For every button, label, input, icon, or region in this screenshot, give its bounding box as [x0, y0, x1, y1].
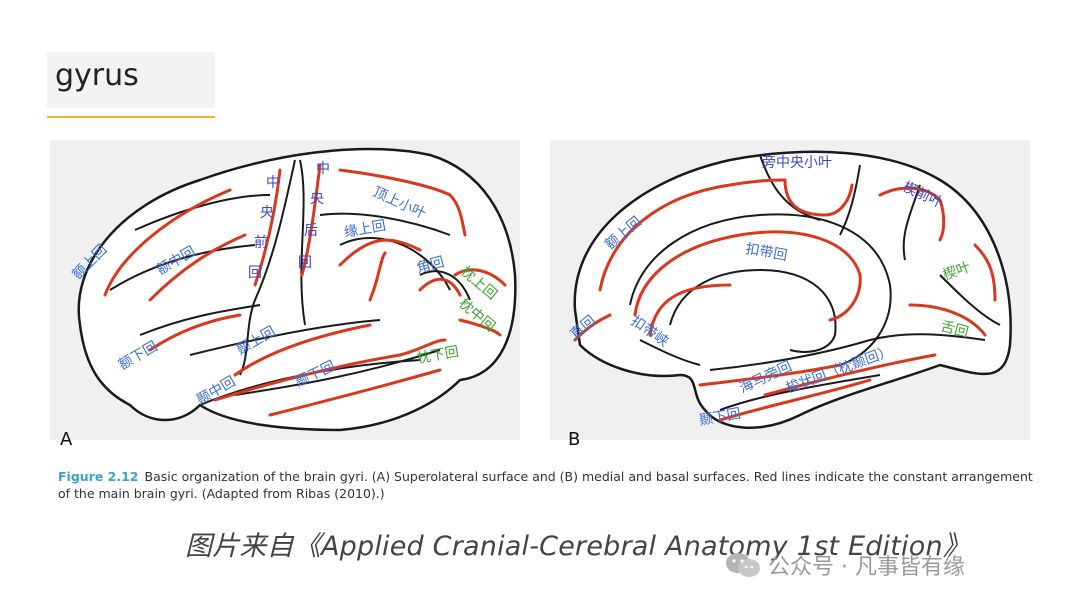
label-paracentral: 旁中央小叶	[762, 154, 832, 171]
label-precentral-4: 回	[248, 265, 262, 281]
brain-figure: 额上回 额中回 额下回 中 央 前 回 中 央 后 回 顶上小叶 缘上回 角回 …	[40, 125, 1040, 465]
label-precentral-2: 央	[260, 205, 274, 221]
panel-letter-b: B	[568, 429, 580, 450]
title-box: gyrus	[47, 52, 215, 108]
wechat-icon	[724, 551, 762, 579]
label-postcentral-4: 回	[298, 255, 312, 271]
watermark-text: 公众号 · 凡事皆有缘	[768, 549, 965, 581]
label-postcentral-1: 中	[316, 161, 330, 177]
label-postcentral-2: 央	[310, 191, 324, 207]
title-underline	[47, 116, 215, 118]
label-precentral-3: 前	[254, 234, 268, 251]
label-postcentral-3: 后	[304, 223, 318, 239]
caption-figure-label: Figure 2.12	[58, 469, 139, 484]
watermark: 公众号 · 凡事皆有缘	[724, 549, 965, 581]
label-precentral-1: 中	[266, 175, 280, 191]
brain-illustration: 额上回 额中回 额下回 中 央 前 回 中 央 后 回 顶上小叶 缘上回 角回 …	[40, 125, 1040, 465]
caption-text: Basic organization of the brain gyri. (A…	[58, 469, 1033, 501]
panel-letter-a: A	[60, 429, 72, 450]
page-title: gyrus	[55, 58, 139, 93]
